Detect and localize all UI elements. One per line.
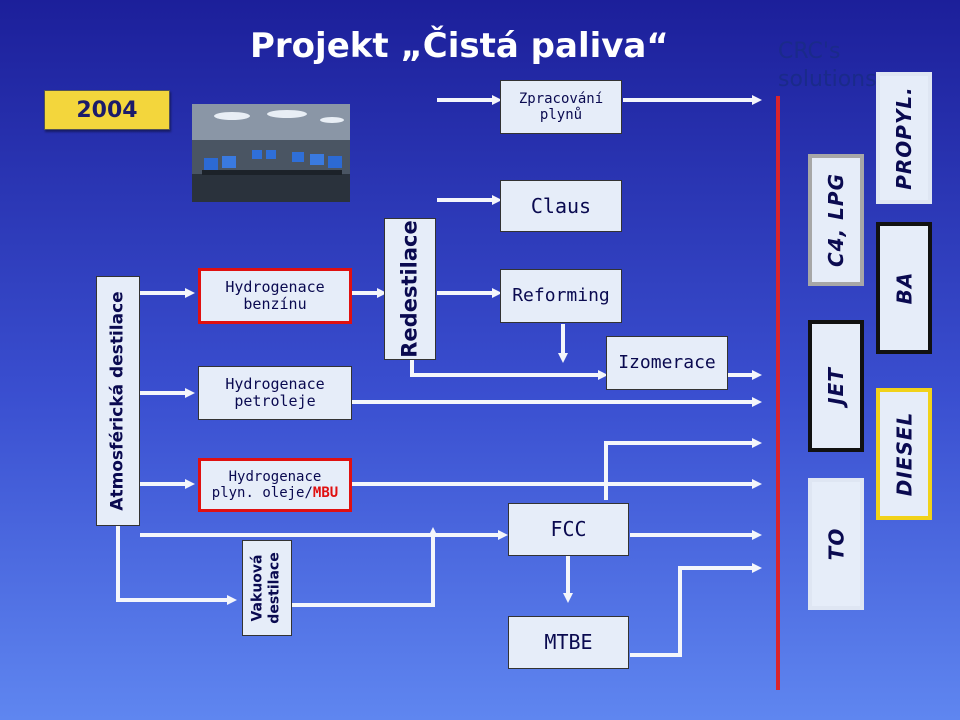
mtbe-box: MTBE [508,616,629,669]
arrow-vakuova-to-redestilace-feed [292,527,438,607]
product-c4-lpg-box: C4, LPG [808,154,864,286]
hydro-olej-line-1: Hydrogenace [228,468,322,485]
arrow-mtbe-to-products [630,563,762,657]
mtbe-label: MTBE [544,630,593,654]
redistillation-label: Redestilace [398,220,423,358]
hydro-benzin-line-1: Hydrogenace [225,277,325,296]
arrow-fcc-to-products [604,438,762,500]
hydro-benzin-line-2: benzínu [243,295,307,313]
crc-line-1: CRC's [778,39,841,64]
product-propyl-label: PROPYL. [892,86,917,190]
hydro-petrolej-line-2: petroleje [234,392,316,410]
isomerization-box: Izomerace [606,336,728,390]
atmospheric-distillation-label: Atmosférická destilace [108,291,129,511]
mbu-label: MBU [312,485,339,501]
crc-solutions-label: CRC's solutions [778,38,918,94]
vakuova-line-2: destilace [267,552,284,624]
izomerace-label: Izomerace [618,352,716,373]
reforming-label: Reforming [512,284,610,306]
page-title: Projekt „Čistá paliva“ [250,26,669,66]
product-ba-label: BA [891,271,916,305]
vakuova-line-1: Vakuová [250,554,267,622]
hydrotreating-kerosene-box: Hydrogenace petroleje [198,366,352,420]
hydrotreating-gasoil-box: Hydrogenace plyn. oleje/MBU [198,458,352,512]
atmospheric-distillation-box: Atmosférická destilace [96,276,140,526]
control-room-photo [192,104,350,202]
gas-processing-box: Zpracování plynů [500,80,622,134]
product-to-box: TO [808,478,864,610]
products-divider-line [776,96,780,690]
product-jet-box: JET [808,320,864,452]
reforming-box: Reforming [500,269,622,323]
zpracovani-line-2: plynů [539,107,583,123]
claus-label: Claus [530,193,592,218]
product-c4-lpg-label: C4, LPG [824,173,849,267]
product-jet-label: JET [824,367,848,405]
redistillation-box: Redestilace [384,218,436,360]
fcc-label: FCC [550,517,587,541]
zpracovani-line-1: Zpracování [518,90,604,107]
line-atm-to-vakuova [116,525,237,605]
crc-line-2: solutions [778,67,877,92]
hydrotreating-gasoline-box: Hydrogenace benzínu [198,268,352,324]
product-propyl-box: PROPYL. [876,72,932,204]
claus-box: Claus [500,180,622,232]
hydro-olej-line-2: plyn. oleje/ [211,485,313,501]
product-to-label: TO [824,527,848,561]
product-diesel-label: DIESEL [892,411,917,497]
product-ba-box: BA [876,222,932,354]
year-badge: 2004 [44,90,170,130]
control-room-image [192,104,350,202]
hydro-petrolej-line-1: Hydrogenace [225,374,325,393]
fcc-box: FCC [508,503,629,556]
vacuum-distillation-box: Vakuová destilace [242,540,292,636]
arrow-redestilace-to-izomerace [410,360,608,380]
product-diesel-box: DIESEL [876,388,932,520]
